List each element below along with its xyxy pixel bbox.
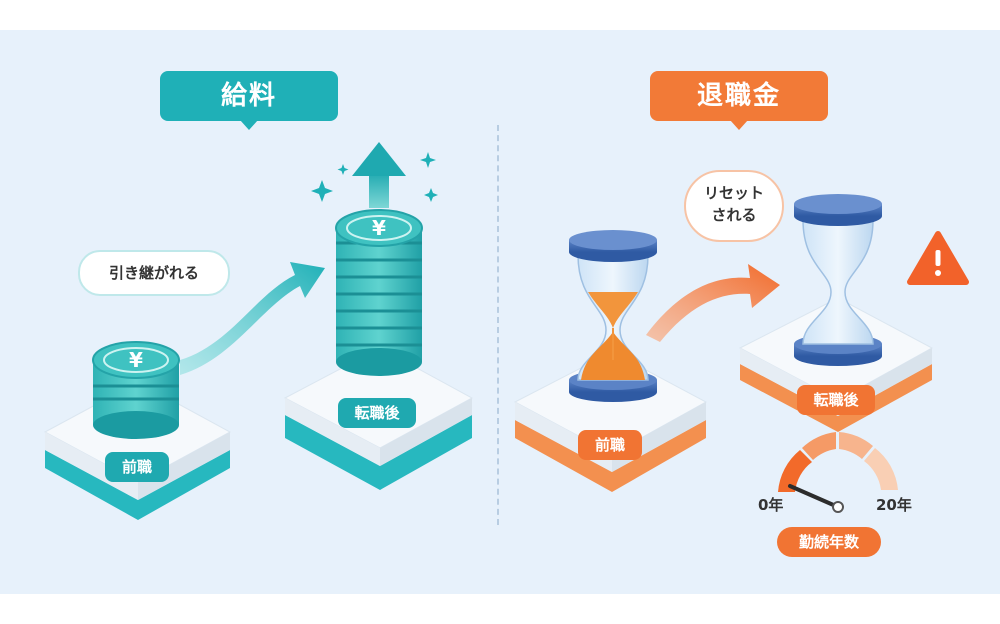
warning-icon	[907, 231, 969, 285]
orange-reset-arrow	[646, 264, 780, 342]
sparkle-icon	[311, 152, 438, 202]
section-divider	[497, 125, 499, 525]
retirement-after-label: 転職後	[797, 385, 875, 415]
hourglass-icon	[569, 230, 657, 402]
carryover-text: 引き継がれる	[108, 264, 199, 282]
tenure-gauge	[778, 432, 898, 513]
salary-title: 給料	[160, 71, 338, 130]
coin-stack-small: ¥	[92, 341, 180, 439]
retirement-before-label: 前職	[578, 430, 642, 460]
up-arrow-icon	[352, 142, 406, 208]
reset-bubble: リセット される	[684, 170, 784, 242]
gauge-caption: 勤続年数	[777, 527, 881, 557]
diagram-canvas: ¥ ¥	[0, 30, 1000, 594]
salary-after-label: 転職後	[338, 398, 416, 428]
gauge-min-label: 0年	[758, 496, 784, 514]
teal-growth-arrow	[180, 262, 325, 375]
coin-stack-tall: ¥	[335, 209, 423, 376]
svg-text:¥: ¥	[372, 216, 386, 240]
salary-before-label: 前職	[105, 452, 169, 482]
svg-text:¥: ¥	[129, 348, 143, 372]
empty-hourglass-icon	[794, 194, 882, 366]
reset-text-line2: される	[711, 206, 757, 224]
reset-text-line1: リセット	[703, 184, 764, 202]
retirement-title: 退職金	[650, 71, 828, 130]
illustration-layer: ¥ ¥	[43, 142, 969, 520]
gauge-max-label: 20年	[876, 496, 912, 514]
carryover-bubble: 引き継がれる	[78, 250, 230, 296]
